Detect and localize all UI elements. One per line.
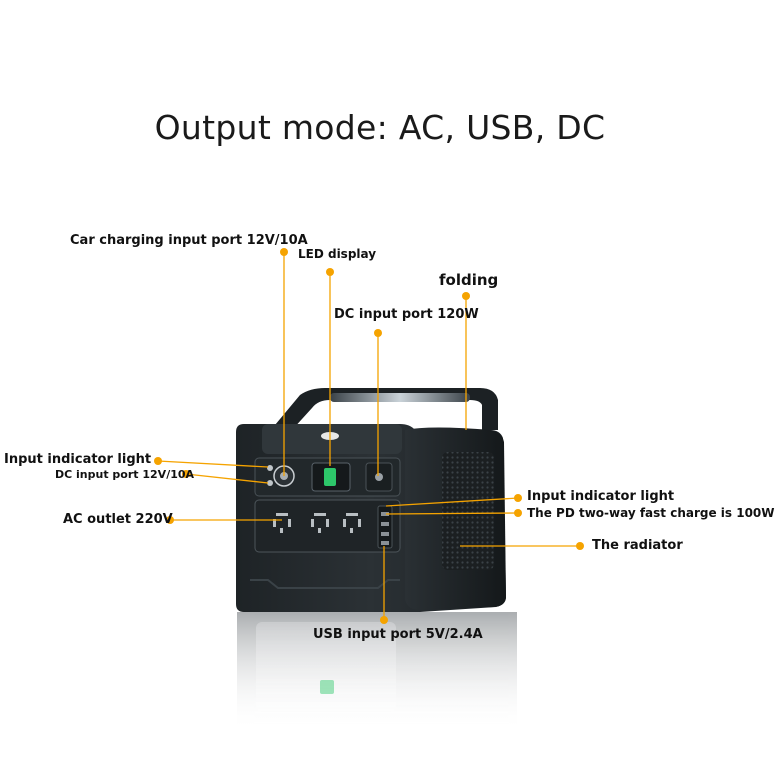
label-pd-fast-charge: The PD two-way fast charge is 100W (527, 506, 775, 520)
leader-dc-12v (185, 473, 269, 484)
leader-input-light-right (385, 497, 519, 507)
label-folding: folding (439, 271, 499, 289)
page-title: Output mode: AC, USB, DC (154, 108, 606, 147)
label-car-charging: Car charging input port 12V/10A (70, 233, 308, 248)
unit-body (236, 424, 506, 612)
carrying-handle (275, 388, 498, 430)
label-dc-input-120w: DC input port 120W (334, 307, 479, 322)
floor-reflection (237, 612, 517, 732)
label-input-indicator-right: Input indicator light (527, 489, 675, 504)
label-dc-input-12v: DC input port 12V/10A (55, 468, 195, 481)
label-ac-outlet: AC outlet 220V (63, 512, 173, 527)
label-input-indicator-left: Input indicator light (4, 452, 152, 467)
leader-input-light-left (157, 460, 269, 468)
label-radiator: The radiator (592, 538, 683, 553)
leader-pd (385, 512, 519, 515)
label-usb-input: USB input port 5V/2.4A (313, 627, 483, 642)
label-led-display: LED display (298, 247, 377, 261)
callout-dots (154, 248, 584, 624)
callout-leaders (157, 252, 580, 620)
